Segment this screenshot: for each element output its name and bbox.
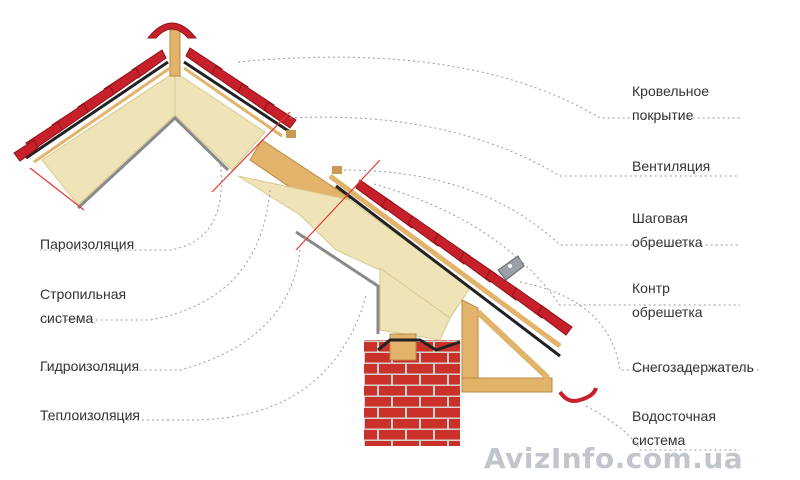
lower-tiles	[355, 179, 573, 336]
label-step-battens: Шаговая обрешетка	[632, 210, 703, 250]
snow-guard-bracket	[497, 255, 525, 281]
label-rafter-system: Стропильная система	[40, 286, 127, 326]
main-slope	[237, 130, 562, 393]
label-snow-guard: Снегозадержатель	[632, 359, 754, 375]
label-vapor-barrier: Пароизоляция	[40, 236, 135, 252]
label-insulation: Теплоизоляция	[40, 407, 140, 423]
label-gutter-system: Водосточная система	[632, 408, 716, 448]
label-waterproofing: Гидроизоляция	[40, 358, 140, 374]
cut-lines	[29, 111, 381, 251]
right-upper-tiles	[185, 47, 297, 129]
leader-lines	[40, 56, 760, 451]
label-counter-battens: Контр обрешетка	[632, 280, 703, 320]
watermark: AvizInfo.com.ua	[484, 442, 744, 475]
gutter	[558, 387, 598, 403]
label-roofing: Кровельное покрытие	[632, 83, 710, 123]
label-ventilation: Вентиляция	[632, 158, 711, 174]
ridge-section	[25, 22, 291, 210]
left-tiles	[13, 49, 167, 162]
